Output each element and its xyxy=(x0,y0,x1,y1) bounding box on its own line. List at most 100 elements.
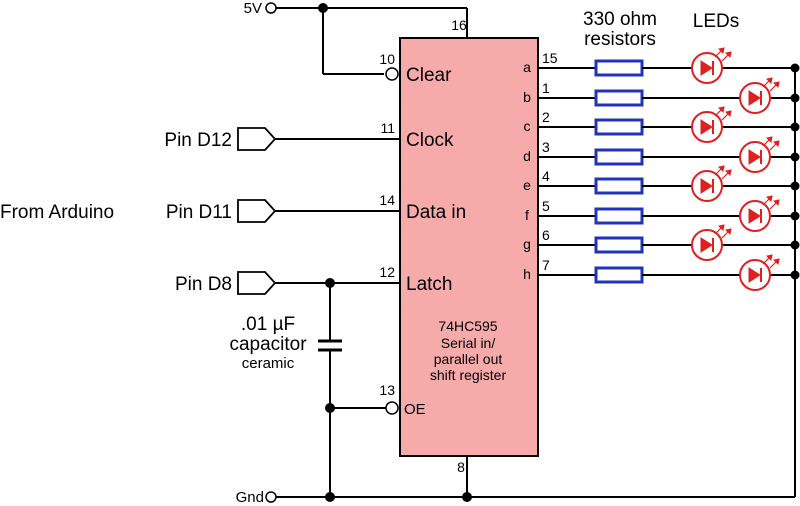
output-letter: b xyxy=(523,89,531,105)
resistor xyxy=(594,89,644,107)
chip-part-number: 74HC595 xyxy=(438,318,497,334)
pin-8-number: 8 xyxy=(457,459,465,475)
pin-clear-name: Clear xyxy=(406,65,452,86)
pin-clear: 10 Clear xyxy=(379,51,452,86)
resistor xyxy=(594,177,644,195)
output-channel-a: a 15 xyxy=(523,47,800,84)
led-arrowhead xyxy=(765,195,773,203)
resistor xyxy=(594,236,644,254)
resistor xyxy=(594,148,644,166)
capacitor-material: ceramic xyxy=(242,355,295,372)
output-channel-f: f5 xyxy=(525,195,800,232)
pin-latch-number: 12 xyxy=(379,264,395,280)
input-d12-label: Pin D12 xyxy=(164,130,232,151)
resistors-label-line1: 330 ohm xyxy=(583,9,657,30)
led-triangle xyxy=(700,60,713,76)
leds-label: LEDs xyxy=(693,11,739,32)
led xyxy=(739,195,780,232)
pin-clear-bubble xyxy=(385,67,399,81)
output-channel-c: c2 xyxy=(524,106,800,143)
resistors-label-line2: resistors xyxy=(584,29,656,50)
led-arrowhead xyxy=(717,224,725,232)
input-d12: Pin D12 xyxy=(164,127,277,151)
chip-desc-2: parallel out xyxy=(434,351,503,367)
bus-junction xyxy=(790,270,800,280)
pin-data-name: Data in xyxy=(406,202,466,223)
led-triangle xyxy=(700,119,713,135)
led xyxy=(691,106,732,143)
bus-junction xyxy=(790,152,800,162)
led-arrowhead xyxy=(724,110,732,118)
led-arrowhead xyxy=(772,81,780,89)
output-channel-b: b1 xyxy=(523,77,800,114)
vcc-rail: 5V xyxy=(244,0,468,75)
output-channel-h: h7 xyxy=(523,254,800,291)
capacitor-type: capacitor xyxy=(229,334,307,355)
gnd-rail: Gnd xyxy=(236,98,796,506)
led-arrowhead xyxy=(724,228,732,236)
gnd-junction-chip xyxy=(462,492,472,502)
capacitor: .01 µF capacitor ceramic xyxy=(229,283,342,497)
led-arrowhead xyxy=(724,51,732,59)
bus-junction xyxy=(790,211,800,221)
resistor xyxy=(594,207,644,225)
led-triangle xyxy=(700,178,713,194)
output-pin-number: 4 xyxy=(542,168,550,184)
led-arrowhead xyxy=(765,254,773,262)
chip-desc-3: shift register xyxy=(430,367,507,383)
led-arrowhead xyxy=(717,106,725,114)
led xyxy=(691,224,732,261)
output-letter: h xyxy=(523,266,531,282)
gnd-label: Gnd xyxy=(236,489,264,506)
pin-clear-number: 10 xyxy=(379,51,395,67)
led-arrowhead xyxy=(724,169,732,177)
led xyxy=(691,47,732,84)
capacitor-value: .01 µF xyxy=(241,314,295,335)
pin-data-in: 14 Data in xyxy=(275,192,466,223)
led xyxy=(739,136,780,173)
pin-clock-number: 11 xyxy=(380,120,395,136)
shift-register-chip: 16 8 74HC595 Serial in/ parallel out shi… xyxy=(399,17,539,475)
input-d8: Pin D8 xyxy=(175,271,277,295)
input-d12-connector xyxy=(237,127,277,151)
pin-oe-number: 13 xyxy=(379,382,395,398)
output-pin-number: 2 xyxy=(542,109,550,125)
led-arrowhead xyxy=(772,140,780,148)
output-pin-number: 5 xyxy=(542,198,550,214)
pin-data-number: 14 xyxy=(379,192,395,208)
pin-latch-name: Latch xyxy=(406,274,452,295)
pin-oe-name: OE xyxy=(404,401,426,418)
output-letter: a xyxy=(523,59,531,75)
led xyxy=(739,77,780,114)
vcc-label: 5V xyxy=(244,0,262,17)
led-triangle xyxy=(700,237,713,253)
output-pin-number: 15 xyxy=(542,50,558,66)
led-arrowhead xyxy=(717,165,725,173)
pin-clock: 11 Clock xyxy=(275,120,454,151)
output-letter: d xyxy=(523,148,531,164)
input-d8-label: Pin D8 xyxy=(175,274,232,295)
pin-oe-bubble xyxy=(385,401,399,415)
vcc-terminal xyxy=(265,2,277,14)
input-d11-label: Pin D11 xyxy=(166,202,232,223)
led xyxy=(691,165,732,202)
led-arrowhead xyxy=(765,77,773,85)
pin-clock-name: Clock xyxy=(406,130,454,151)
resistor xyxy=(594,59,644,77)
output-pin-number: 7 xyxy=(542,257,550,273)
input-d11: Pin D11 xyxy=(166,199,277,223)
output-letter: g xyxy=(523,236,531,252)
output-pin-number: 3 xyxy=(542,139,550,155)
output-channel-e: e4 xyxy=(523,165,800,202)
output-pin-number: 1 xyxy=(542,80,550,96)
bus-junction xyxy=(790,181,800,191)
output-letter: c xyxy=(524,118,531,134)
chip-body xyxy=(399,37,539,457)
led xyxy=(739,254,780,291)
led-arrowhead xyxy=(772,258,780,266)
chip-desc-1: Serial in/ xyxy=(441,335,496,351)
input-d11-connector xyxy=(237,199,277,223)
resistor xyxy=(594,266,644,284)
gnd-terminal xyxy=(265,491,277,503)
